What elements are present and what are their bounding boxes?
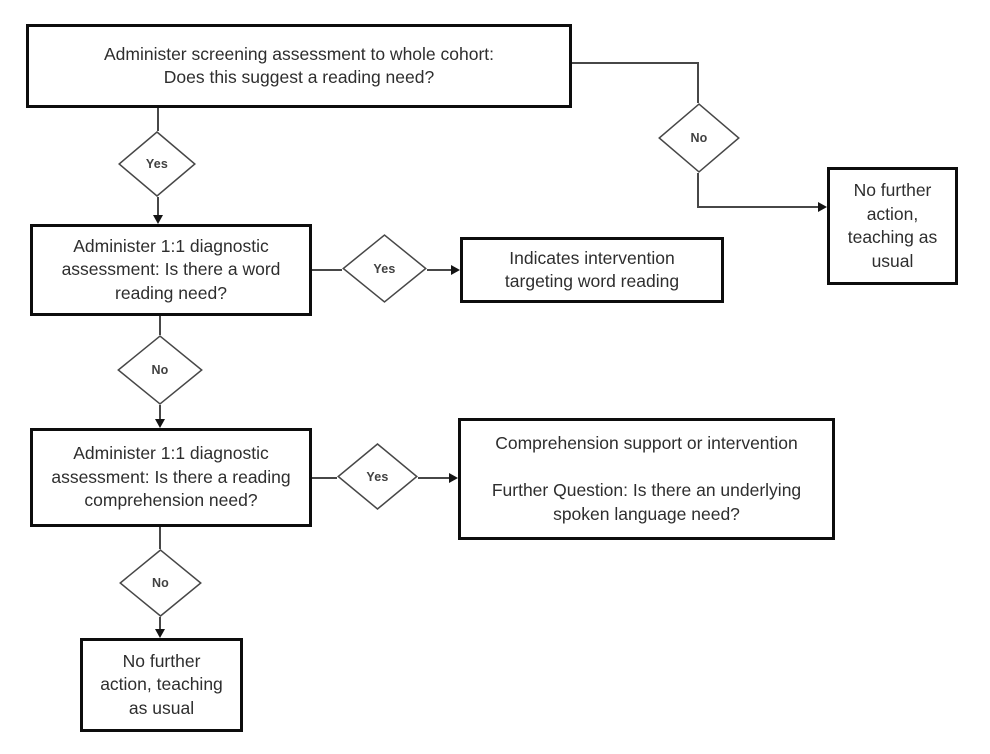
node-no-action-right: No further action, teaching as usual [827, 167, 958, 285]
connector-word-to-yes [312, 269, 342, 271]
arrow-down-icon [155, 629, 165, 638]
decision-label-yes: Yes [145, 157, 169, 171]
connector-no-to-comprehension [159, 405, 161, 421]
connector-no-to-noaction [697, 206, 819, 208]
node-word-diagnostic: Administer 1:1 diagnostic assessment: Is… [30, 224, 312, 316]
decision-comprehension-yes: Yes [337, 443, 418, 510]
diamond-shape-icon [119, 549, 202, 617]
node-word-diagnostic-text: Administer 1:1 diagnostic assessment: Is… [61, 235, 281, 303]
connector-comprehension-to-no [159, 527, 161, 549]
node-comprehension-diagnostic: Administer 1:1 diagnostic assessment: Is… [30, 428, 312, 527]
node-screening-assessment: Administer screening assessment to whole… [26, 24, 572, 108]
connector-comprehension-to-yes [312, 477, 337, 479]
decision-word-no: No [117, 335, 203, 405]
node-word-intervention-text: Indicates intervention targeting word re… [504, 247, 680, 292]
decision-label-yes: Yes [366, 469, 389, 484]
decision-screening-no: No [658, 103, 740, 173]
connector-yes-to-intervention [427, 269, 453, 271]
node-no-action-bottom: No further action, teaching as usual [80, 638, 243, 732]
node-screening-text: Administer screening assessment to whole… [103, 43, 495, 88]
node-no-action-right-text: No further action, teaching as usual [847, 180, 938, 271]
arrow-right-icon [449, 473, 458, 483]
diamond-shape-icon [118, 131, 196, 197]
decision-label-no: No [151, 363, 169, 377]
diamond-shape-icon [342, 234, 427, 303]
connector-word-to-no [159, 316, 161, 335]
connector-yes-to-word-diagnostic [157, 197, 159, 217]
connector-no-down [697, 173, 699, 207]
arrow-right-icon [818, 202, 827, 212]
connector-down-to-no [697, 62, 699, 103]
decision-label-no: No [690, 131, 708, 145]
diamond-shape-icon [658, 103, 740, 173]
connector-no-to-noaction-bottom [159, 617, 161, 630]
decision-word-yes: Yes [342, 234, 427, 303]
decision-label-no: No [151, 576, 170, 590]
arrow-right-icon [451, 265, 460, 275]
connector-screening-right [572, 62, 699, 64]
node-comprehension-diagnostic-text: Administer 1:1 diagnostic assessment: Is… [51, 443, 291, 511]
decision-screening-yes: Yes [118, 131, 196, 197]
connector-screening-to-yes [157, 108, 159, 131]
arrow-down-icon [153, 215, 163, 224]
diamond-shape-icon [337, 443, 418, 510]
decision-comprehension-no: No [119, 549, 202, 617]
node-comprehension-support: Comprehension support or intervention Fu… [458, 418, 835, 540]
node-word-intervention: Indicates intervention targeting word re… [460, 237, 724, 303]
connector-yes-to-support [418, 477, 450, 479]
decision-label-yes: Yes [373, 261, 396, 276]
arrow-down-icon [155, 419, 165, 428]
node-comprehension-support-text: Comprehension support or intervention Fu… [491, 433, 802, 524]
diamond-shape-icon [117, 335, 203, 405]
node-no-action-bottom-text: No further action, teaching as usual [100, 650, 223, 718]
